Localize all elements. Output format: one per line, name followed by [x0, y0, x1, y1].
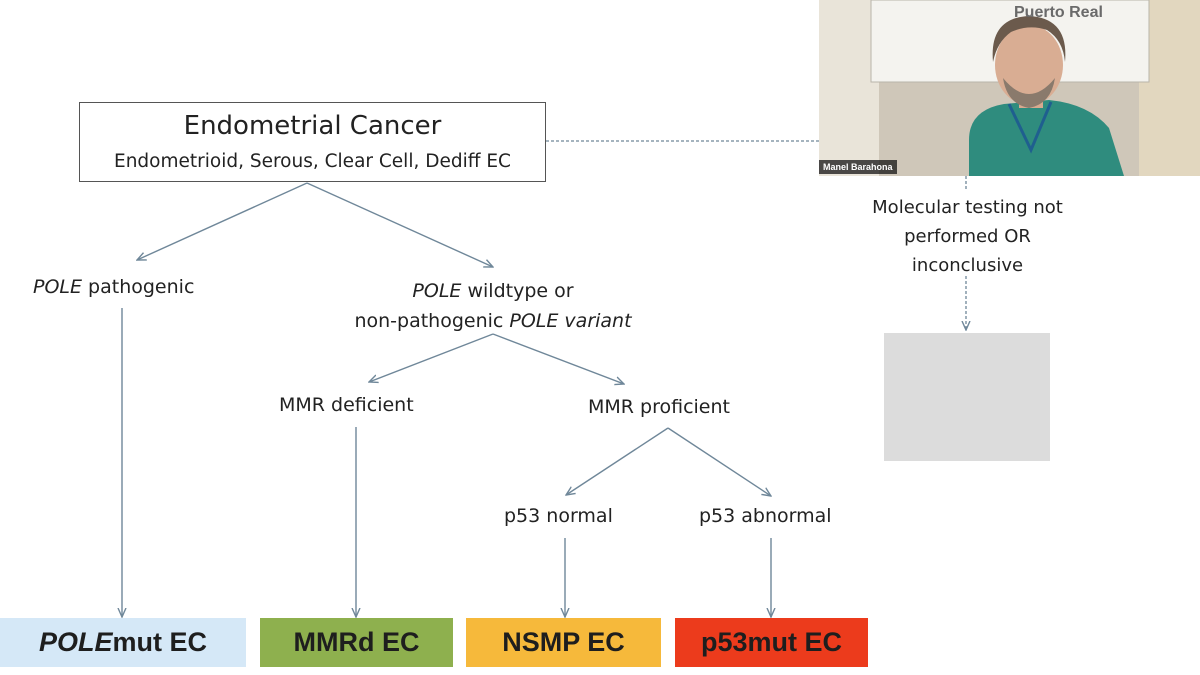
webcam-video-tile[interactable]: Puerto Real Manel Barahona	[819, 0, 1200, 176]
root-node-title: Endometrial Cancer	[183, 111, 442, 141]
background-sign-text: Puerto Real	[1014, 4, 1103, 21]
webcam-scene	[819, 0, 1200, 176]
arrow-root-to-pole-wildtype	[306, 182, 493, 267]
branch-pole-pathogenic: POLE pathogenic	[33, 276, 195, 298]
arrow-wildtype-to-mmr-proficient	[492, 333, 624, 384]
arrow-mmr-proficient-to-p53-normal	[566, 427, 669, 495]
nos-box	[884, 333, 1050, 461]
branch-molecular-testing: Molecular testing not performed OR incon…	[872, 197, 1063, 276]
arrow-wildtype-to-mmr-deficient	[369, 333, 494, 382]
speaker-name-tag: Manel Barahona	[819, 160, 897, 174]
root-node-subtitle: Endometrioid, Serous, Clear Cell, Dediff…	[114, 151, 511, 172]
final-nsmp-ec: NSMP EC	[466, 618, 661, 667]
scrubs-shape	[969, 100, 1124, 176]
arrow-root-to-pole-pathogenic	[137, 182, 308, 260]
branch-p53-abnormal: p53 abnormal	[699, 505, 832, 527]
branch-mmr-proficient: MMR proficient	[588, 396, 730, 418]
arrow-mmr-proficient-to-p53-abnormal	[667, 427, 771, 496]
branch-p53-normal: p53 normal	[504, 505, 613, 527]
branch-pole-wildtype: POLE wildtype or non-pathogenic POLE var…	[354, 280, 632, 332]
root-node-box: Endometrial Cancer Endometrioid, Serous,…	[79, 102, 546, 182]
branch-mmr-deficient: MMR deficient	[279, 394, 414, 416]
final-p53mut-ec: p53mut EC	[675, 618, 868, 667]
face-shape	[995, 25, 1063, 105]
final-mmrd-ec: MMRd EC	[260, 618, 453, 667]
